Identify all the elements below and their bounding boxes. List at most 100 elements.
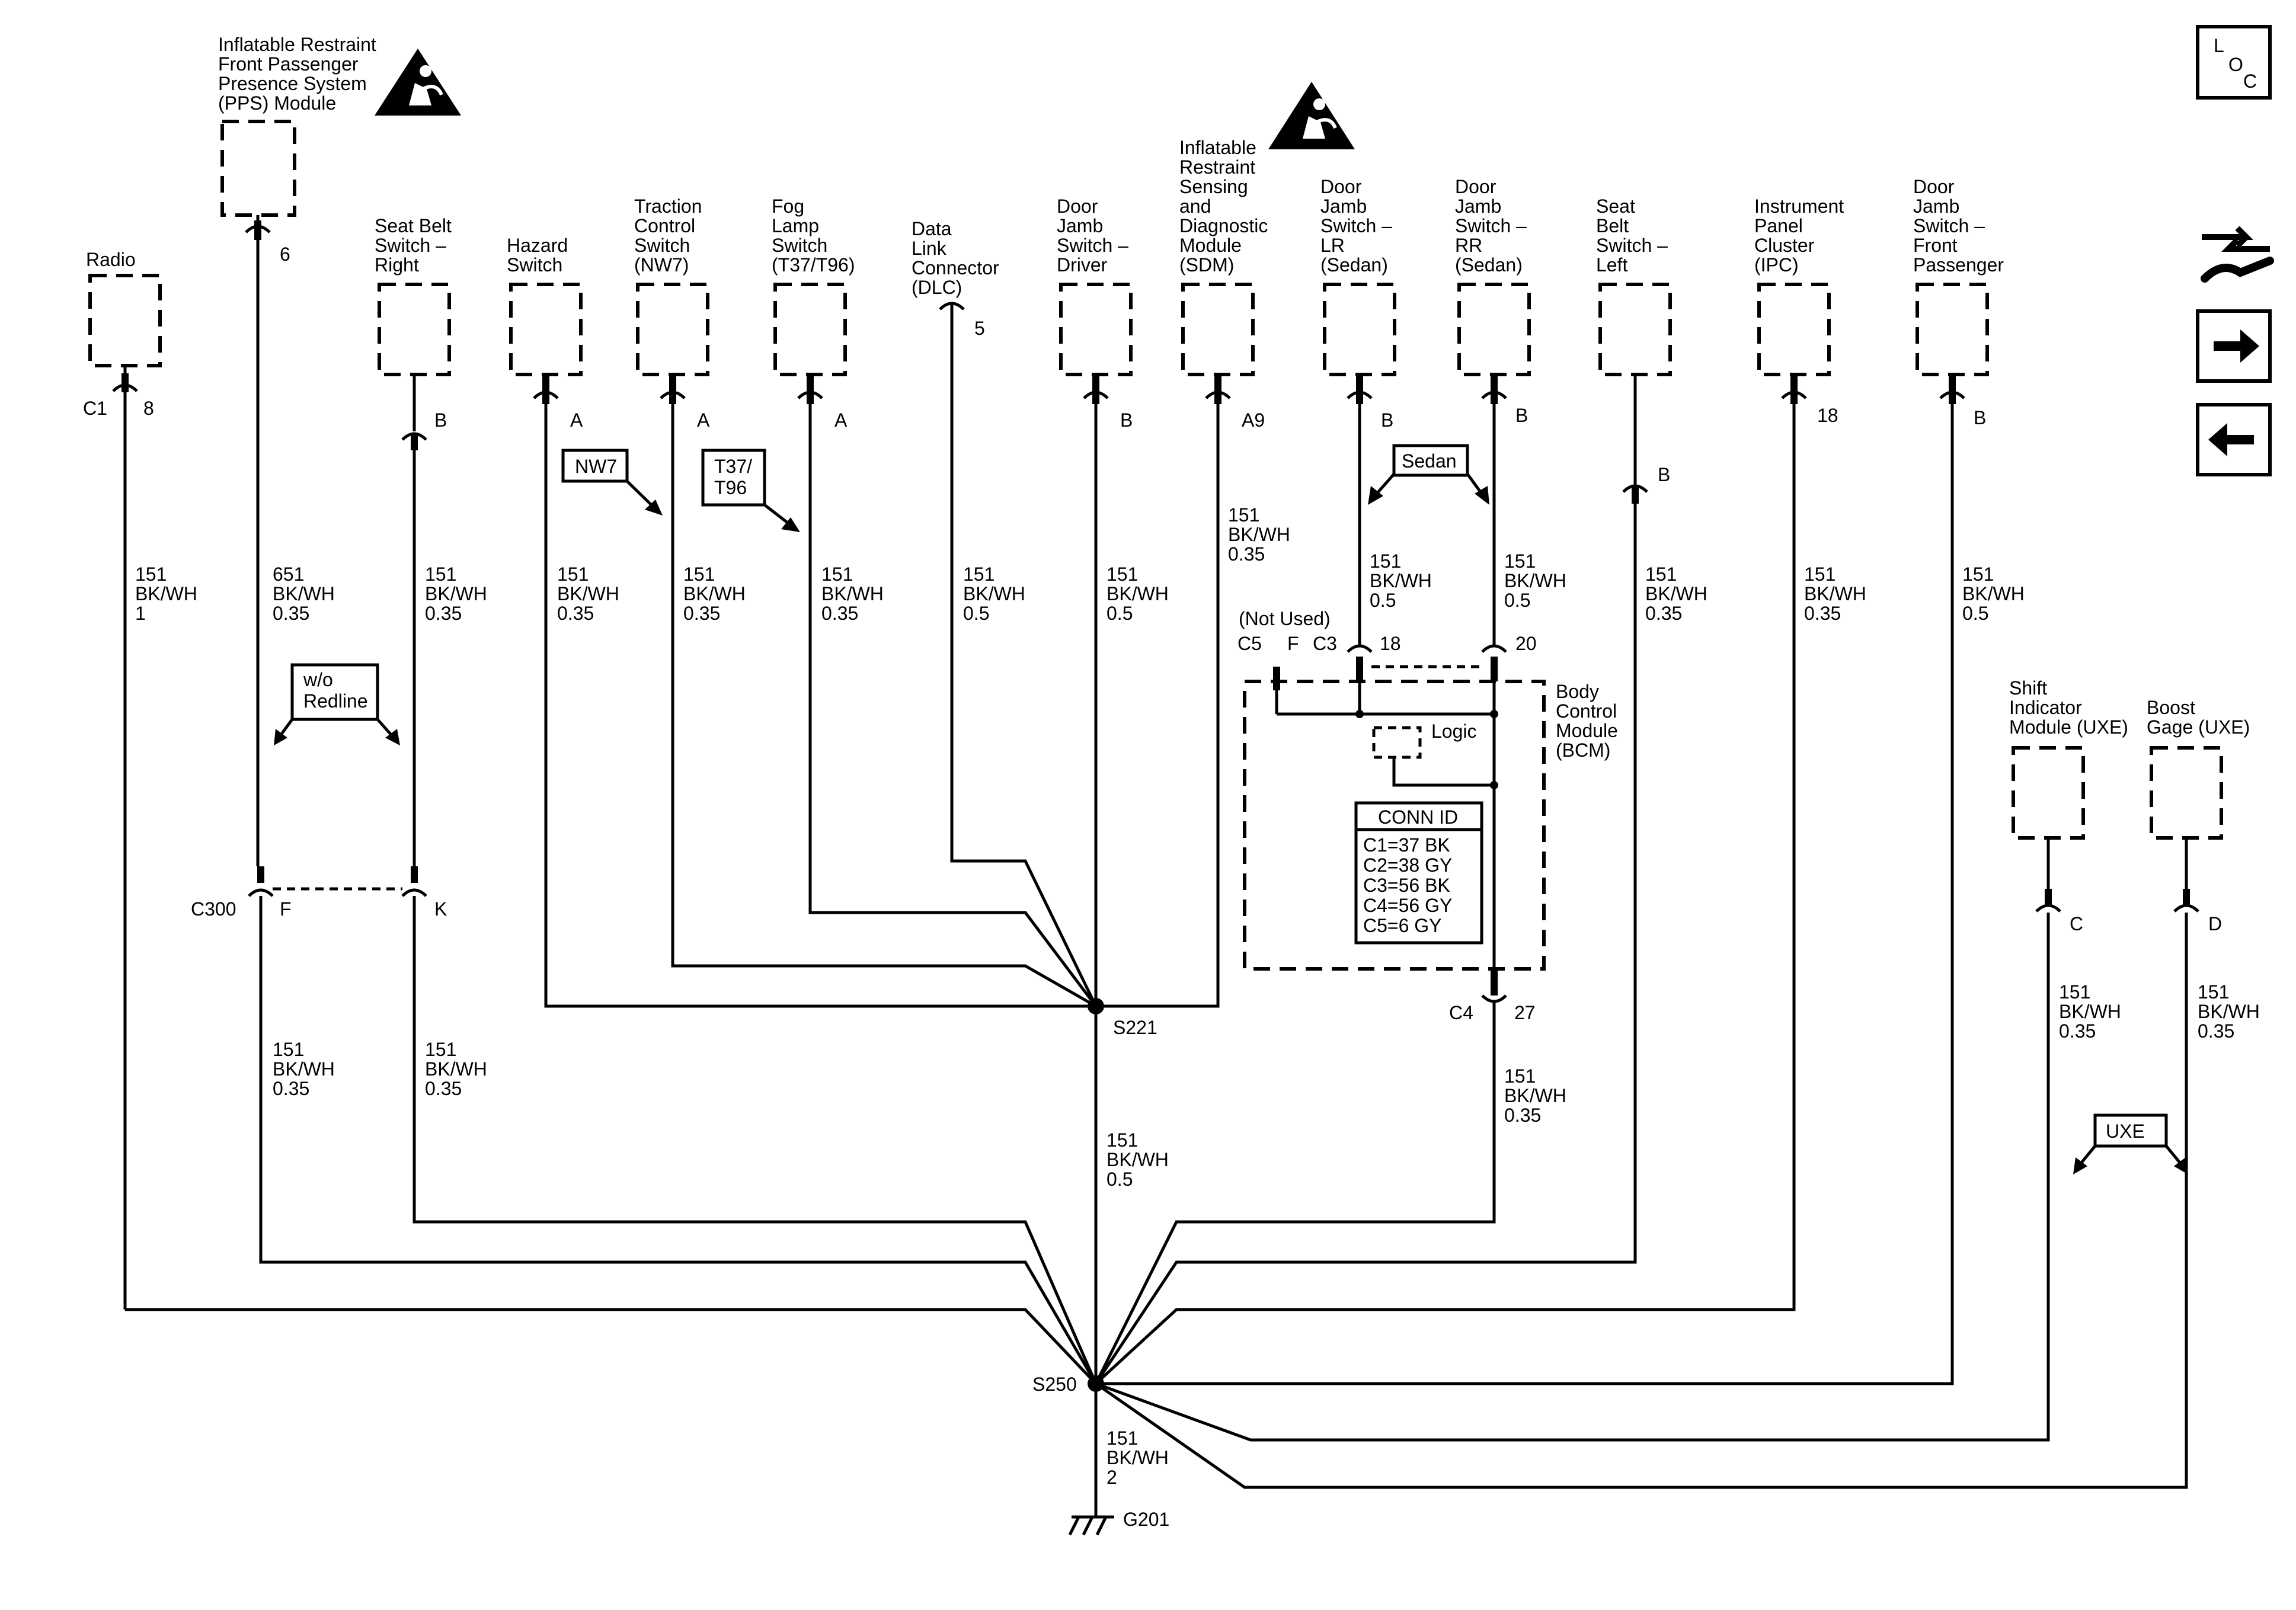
svg-text:151: 151 bbox=[2198, 981, 2229, 1003]
door-jamb-driver-box bbox=[1059, 283, 1133, 376]
sdm-wire bbox=[1096, 404, 1220, 1008]
svg-text:O: O bbox=[2228, 54, 2243, 75]
svg-text:BK/WH: BK/WH bbox=[1107, 583, 1169, 604]
svg-text:Inflatable Restraint: Inflatable Restraint bbox=[218, 34, 376, 55]
seatbelt-right-connector bbox=[401, 375, 427, 450]
hazard-wire bbox=[544, 404, 1096, 1008]
svg-text:Module: Module bbox=[1556, 720, 1618, 741]
svg-text:Jamb: Jamb bbox=[1320, 196, 1367, 217]
boost-connector bbox=[2173, 838, 2199, 913]
svg-text:Front: Front bbox=[1913, 235, 1958, 256]
svg-text:0.35: 0.35 bbox=[1228, 543, 1265, 565]
svg-text:B: B bbox=[1120, 409, 1133, 431]
svg-text:Sensing: Sensing bbox=[1179, 176, 1248, 197]
hazard-connector bbox=[533, 375, 559, 404]
svg-text:BK/WH: BK/WH bbox=[273, 583, 335, 604]
hazard-switch-box bbox=[509, 283, 583, 376]
svg-text:S250: S250 bbox=[1032, 1374, 1077, 1395]
pps-module-box bbox=[220, 120, 296, 217]
svg-text:Switch –: Switch – bbox=[1913, 215, 1985, 236]
ipc-wire bbox=[1095, 404, 1796, 1385]
svg-text:C4=56 GY: C4=56 GY bbox=[1363, 895, 1452, 916]
svg-text:NW7: NW7 bbox=[575, 456, 617, 477]
arrow-left-icon[interactable] bbox=[2196, 403, 2272, 476]
svg-text:Lamp: Lamp bbox=[772, 215, 819, 236]
loc-button[interactable]: L O C bbox=[2196, 25, 2272, 100]
svg-text:C3: C3 bbox=[1313, 633, 1337, 654]
svg-text:5: 5 bbox=[974, 318, 985, 339]
ground-g201: G201 bbox=[1068, 1509, 1169, 1536]
svg-text:Restraint: Restraint bbox=[1179, 156, 1255, 178]
traction-connector bbox=[660, 375, 686, 404]
seatbelt-left-box bbox=[1598, 283, 1672, 376]
svg-text:BK/WH: BK/WH bbox=[1107, 1149, 1169, 1170]
svg-text:G201: G201 bbox=[1123, 1509, 1169, 1530]
fog-lamp-switch-label: Fog Lamp Switch (T37/T96) bbox=[772, 196, 855, 276]
radio-label: Radio bbox=[86, 249, 136, 270]
conn-id-table: CONN ID C1=37 BK C2=38 GY C3=56 BK C4=56… bbox=[1354, 801, 1483, 945]
svg-text:UXE: UXE bbox=[2106, 1121, 2145, 1142]
boost-gage-box bbox=[2150, 746, 2223, 840]
svg-text:BK/WH: BK/WH bbox=[2198, 1001, 2260, 1022]
svg-text:Link: Link bbox=[912, 238, 947, 259]
svg-text:151: 151 bbox=[1107, 564, 1138, 585]
connectors bbox=[112, 215, 2199, 1003]
svg-text:B: B bbox=[1974, 407, 1986, 428]
svg-text:Belt: Belt bbox=[1596, 215, 1629, 236]
door-jamb-lr-box bbox=[1323, 283, 1396, 376]
svg-text:Front Passenger: Front Passenger bbox=[218, 53, 359, 75]
svg-text:Hazard: Hazard bbox=[507, 235, 568, 256]
svg-text:BK/WH: BK/WH bbox=[135, 583, 197, 604]
svg-text:Boost: Boost bbox=[2147, 697, 2195, 718]
svg-text:(PPS) Module: (PPS) Module bbox=[218, 92, 336, 114]
boost-wire bbox=[1095, 913, 2188, 1489]
svg-text:151: 151 bbox=[135, 564, 167, 585]
svg-text:151: 151 bbox=[425, 1039, 456, 1060]
svg-text:T96: T96 bbox=[714, 477, 747, 498]
ipc-connector bbox=[1781, 375, 1807, 404]
door-driver-connector bbox=[1083, 375, 1109, 404]
svg-text:0.5: 0.5 bbox=[1504, 590, 1530, 611]
svg-text:151: 151 bbox=[1645, 564, 1677, 585]
svg-text:151: 151 bbox=[821, 564, 853, 585]
arrow-right-icon[interactable] bbox=[2196, 309, 2272, 383]
svg-text:Redline: Redline bbox=[303, 690, 368, 712]
svg-text:Control: Control bbox=[1556, 700, 1617, 722]
svg-text:Left: Left bbox=[1596, 254, 1627, 276]
svg-text:BK/WH: BK/WH bbox=[273, 1058, 335, 1080]
nw7-callout: NW7 bbox=[561, 449, 663, 516]
svg-text:Instrument: Instrument bbox=[1754, 196, 1844, 217]
svg-text:F: F bbox=[280, 898, 292, 920]
bcm-box bbox=[1243, 680, 1546, 971]
svg-text:A: A bbox=[570, 409, 583, 431]
sdm-connector bbox=[1205, 375, 1231, 404]
bcm-c4-wire bbox=[1094, 1001, 1496, 1385]
svg-text:Panel: Panel bbox=[1754, 215, 1803, 236]
svg-text:BK/WH: BK/WH bbox=[1370, 570, 1432, 591]
traction-wire bbox=[671, 404, 1097, 1008]
svg-text:Passenger: Passenger bbox=[1913, 254, 2004, 276]
svg-text:20: 20 bbox=[1515, 633, 1537, 654]
airbag-warning-icon bbox=[1268, 82, 1355, 149]
radio-to-s250 bbox=[125, 1308, 1097, 1385]
traction-switch-label: Traction Control Switch (NW7) bbox=[634, 196, 702, 276]
radio-connector bbox=[112, 366, 138, 392]
svg-text:BK/WH: BK/WH bbox=[1504, 570, 1566, 591]
svg-text:C4: C4 bbox=[1449, 1002, 1473, 1023]
wrench-service-icon[interactable] bbox=[2201, 226, 2274, 283]
svg-text:T37/: T37/ bbox=[714, 456, 752, 477]
conn-id-title: CONN ID bbox=[1378, 806, 1458, 828]
door-jamb-driver-label: Door Jamb Switch – Driver bbox=[1057, 196, 1128, 276]
svg-text:(Sedan): (Sedan) bbox=[1320, 254, 1388, 276]
svg-text:A: A bbox=[697, 409, 710, 431]
